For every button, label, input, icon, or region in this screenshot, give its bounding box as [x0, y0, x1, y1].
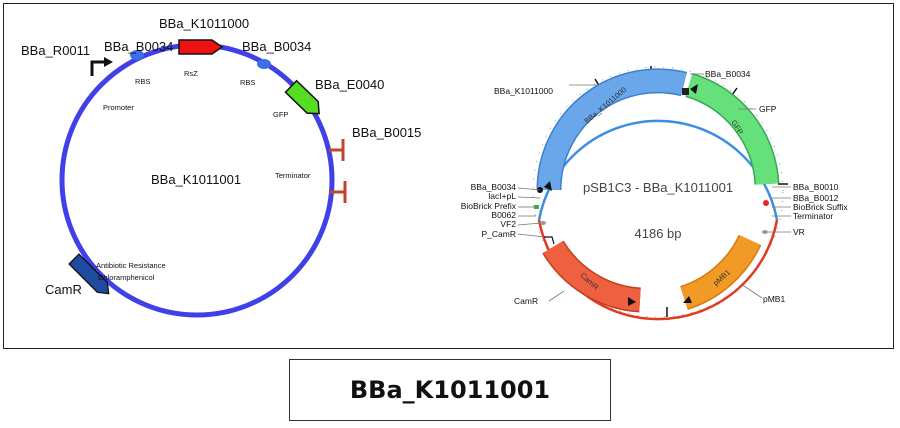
- resistance-feature-label-1: Antibiotic Resistance: [96, 261, 166, 270]
- gfp-arrow-icon: [284, 79, 320, 115]
- biobrick-prefix-label: BioBrick Prefix: [461, 201, 517, 211]
- cds-rsz-arrow-icon: [178, 39, 224, 55]
- suffix-marker: [763, 200, 769, 206]
- camr-direction-icon: [628, 297, 636, 306]
- prefix-marker: [534, 205, 539, 209]
- cds-id-label: BBa_K1011000: [159, 16, 249, 31]
- rbs2-feature-label: RBS: [240, 78, 255, 87]
- right-map-title: pSB1C3 - BBa_K1011001: [583, 180, 733, 195]
- b0012-label: BBa_B0012: [793, 193, 839, 203]
- pmb1-arc-fill: [680, 235, 760, 309]
- k1011000-arc-fill: [537, 69, 687, 191]
- pmb1-label: pMB1: [763, 294, 785, 304]
- camr-arc-fill: [543, 241, 641, 311]
- promoter-feature-label: Promoter: [103, 103, 134, 112]
- vr-label: VR: [793, 227, 805, 237]
- vf2-marker: [540, 221, 546, 225]
- resistance-feature-label-2: Chloramphenicol: [98, 273, 155, 282]
- p-camr-promoter-icon: [544, 236, 555, 245]
- gfp-arc-fill: [685, 74, 778, 185]
- b0062-label: B0062: [491, 210, 516, 220]
- vf2-label: VF2: [500, 219, 516, 229]
- right-map-size: 4186 bp: [635, 226, 682, 241]
- k1011000-direction-icon: [544, 181, 552, 191]
- promoter-id-label: BBa_R0011: [21, 43, 90, 58]
- resistance-id-label: CamR: [45, 282, 82, 297]
- rbs1-id-label: BBa_B0034: [104, 39, 173, 54]
- terminator-feature-label: Terminator: [275, 171, 311, 180]
- rbs1-icon: [130, 50, 144, 60]
- figure-frame: BBa_R0011 BBa_B0034 BBa_K1011000 BBa_B00…: [3, 3, 894, 349]
- b0034-top-marker: [682, 88, 689, 95]
- b0034-left-label: BBa_B0034: [471, 182, 517, 192]
- biobrick-suffix-label: BioBrick Suffix: [793, 202, 848, 212]
- rbs2-id-label: BBa_B0034: [242, 39, 311, 54]
- left-center-label: BBa_K1011001: [151, 172, 241, 187]
- right-plasmid-map: BBa_B0034 BBa_K1011000 GFP BBa_B0010 BBa…: [461, 66, 848, 321]
- figure-caption: BBa_K1011001: [289, 359, 611, 421]
- terminator-label: Terminator: [793, 211, 833, 221]
- rbs2-icon: [257, 59, 271, 69]
- promoter-arrowhead-icon: [104, 57, 113, 67]
- lacipl-label: lacI+pL: [488, 191, 516, 201]
- promoter-icon: [90, 60, 106, 76]
- plasmid-maps: BBa_R0011 BBa_B0034 BBa_K1011000 BBa_B00…: [21, 16, 848, 321]
- gfp-label: GFP: [759, 104, 777, 114]
- camr-arrow-icon: [68, 253, 110, 295]
- vr-marker: [762, 230, 768, 234]
- scale-ticks: [532, 66, 784, 318]
- k1011000-label: BBa_K1011000: [494, 86, 553, 96]
- gfp-feature-label: GFP: [273, 110, 288, 119]
- pmb1-direction-icon: [683, 296, 692, 303]
- left-plasmid-map: BBa_R0011 BBa_B0034 BBa_K1011000 BBa_B00…: [21, 16, 421, 318]
- terminator-icon: [329, 139, 347, 203]
- b0010-label: BBa_B0010: [793, 182, 839, 192]
- gfp-id-label: BBa_E0040: [315, 77, 384, 92]
- right-leader-lines: [517, 73, 791, 302]
- cds-feature-label: RsZ: [184, 69, 198, 78]
- p-camr-label: P_CamR: [482, 229, 516, 239]
- camr-label: CamR: [514, 296, 538, 306]
- gfp-direction-icon: [690, 84, 698, 94]
- b0034-top-label: BBa_B0034: [705, 69, 751, 79]
- rbs1-feature-label: RBS: [135, 77, 150, 86]
- terminator-id-label: BBa_B0015: [352, 125, 421, 140]
